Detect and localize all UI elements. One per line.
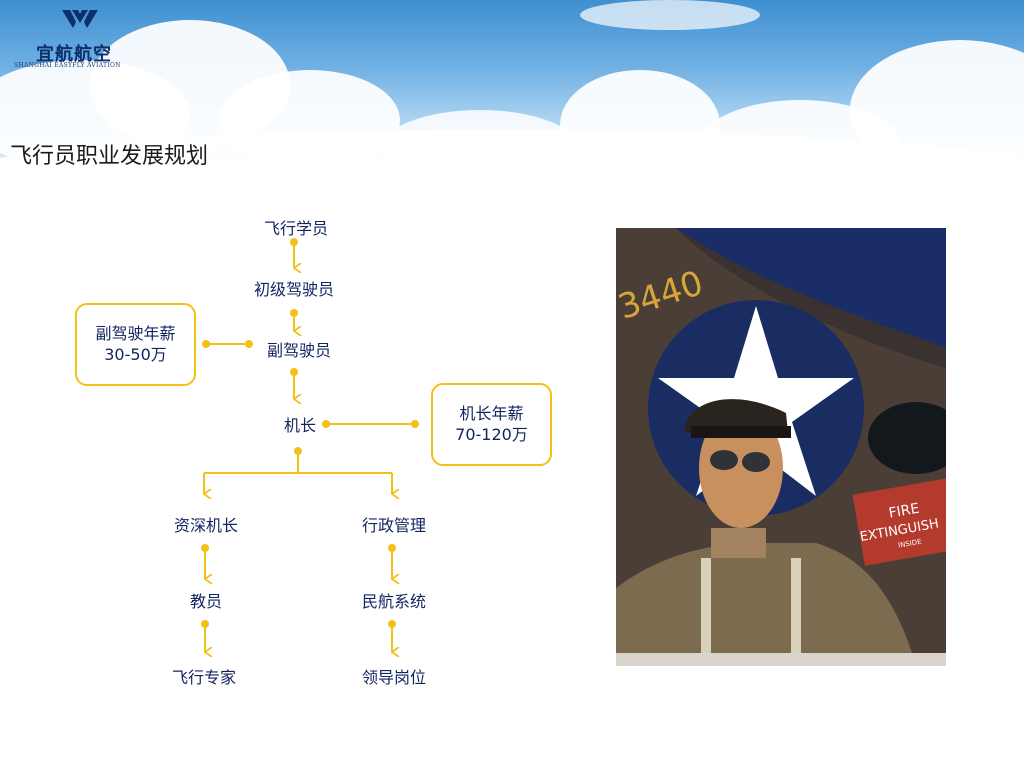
- sky-banner: [0, 0, 1024, 190]
- node-instructor: 教员: [189, 592, 223, 611]
- brand-logo: 宜航航空 SHANGHAI EASYFLY AVIATION: [12, 6, 142, 69]
- brand-name-cn: 宜航航空: [36, 44, 112, 65]
- node-civil-aviation-system: 民航系统: [361, 592, 427, 611]
- node-leadership: 领导岗位: [361, 668, 427, 687]
- captain-salary-label: 机长年薪: [459, 403, 524, 423]
- node-junior-pilot: 初级驾驶员: [253, 280, 335, 299]
- pilot-illustration: 3440 FIRE EXTINGUISH INSIDE: [616, 228, 946, 666]
- node-administration: 行政管理: [361, 516, 427, 535]
- pilot-photo: 3440 FIRE EXTINGUISH INSIDE: [616, 228, 946, 666]
- page-title: 飞行员职业发展规划: [10, 144, 209, 169]
- node-flight-expert: 飞行专家: [171, 668, 237, 687]
- fire-sign-line1: FIRE: [888, 501, 921, 522]
- node-captain: 机长: [283, 416, 317, 435]
- captain-salary-box: 机长年薪 70-120万: [431, 383, 552, 466]
- captain-salary-value: 70-120万: [455, 424, 528, 444]
- fire-sign-line3: INSIDE: [897, 538, 922, 550]
- copilot-salary-box: 副驾驶年薪 30-50万: [75, 303, 196, 386]
- node-copilot: 副驾驶员: [266, 341, 332, 360]
- copilot-salary-value: 30-50万: [104, 344, 167, 364]
- node-senior-captain: 资深机长: [173, 516, 239, 535]
- star-insignia-icon: [658, 306, 854, 496]
- node-trainee: 飞行学员: [263, 219, 329, 238]
- copilot-salary-label: 副驾驶年薪: [95, 323, 176, 343]
- brand-name-en: SHANGHAI EASYFLY AVIATION: [14, 62, 121, 69]
- logo-mark-icon: [62, 10, 98, 28]
